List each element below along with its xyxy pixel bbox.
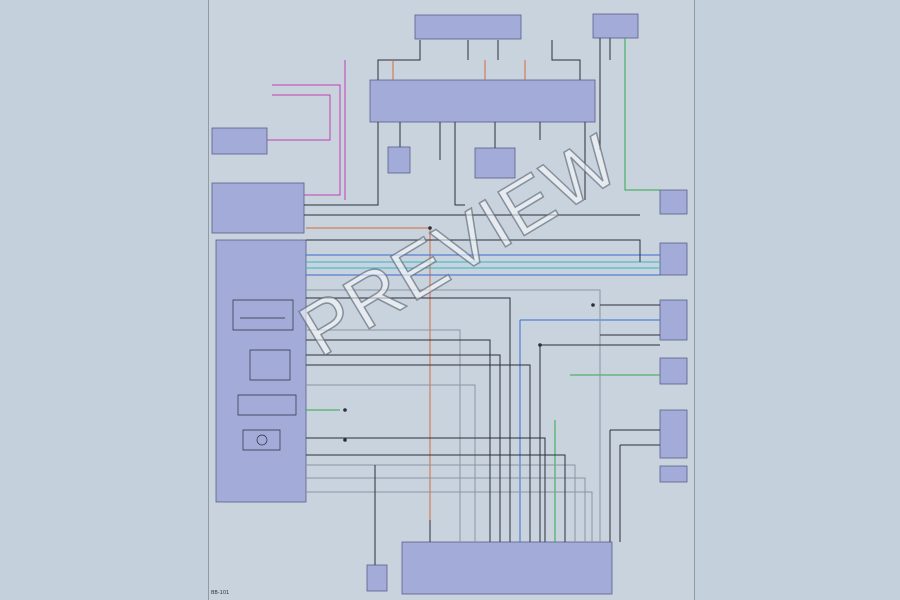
body-control-module xyxy=(401,541,613,595)
compressor-clutch xyxy=(387,146,411,174)
hvac-control-module xyxy=(215,239,307,503)
power-relay-box xyxy=(592,13,639,39)
wire-harness xyxy=(267,38,660,565)
evaporator-sensor xyxy=(659,409,688,459)
engine-control-module xyxy=(211,182,305,234)
blower-motor-resistor xyxy=(659,242,688,276)
control-module-internals xyxy=(232,299,297,451)
page-code: BB-101 xyxy=(211,590,230,596)
pressure-sensor-module xyxy=(211,127,268,155)
recirc-door-actuator xyxy=(659,357,688,385)
fuse-block-top xyxy=(414,14,522,40)
ambient-sensor xyxy=(659,465,688,483)
mode-door-actuator xyxy=(659,299,688,341)
radiator-fan xyxy=(474,147,516,179)
relay-block xyxy=(369,79,596,123)
blend-door-actuator-1 xyxy=(659,189,688,215)
power-source-box xyxy=(366,564,388,592)
